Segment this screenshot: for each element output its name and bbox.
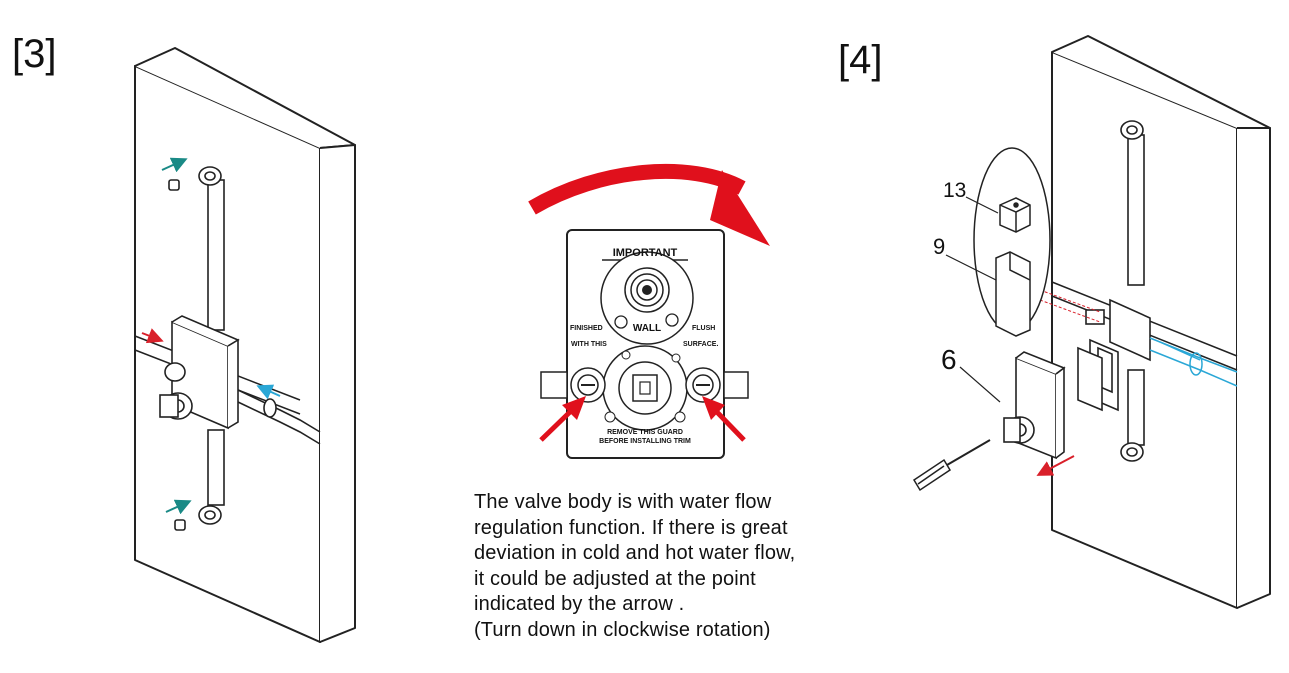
clockwise-arrow [528, 163, 746, 215]
step3-arrow-top [161, 157, 188, 173]
step-3-label: [3] [12, 32, 57, 76]
step4-cold-hose [1149, 337, 1238, 387]
instruction-line: indicated by the arrow . [474, 593, 685, 615]
adjust-point-arrows [539, 396, 746, 442]
step3-arrow-cold [256, 384, 281, 400]
plate-remove-line1: REMOVE THIS GUARD [607, 429, 683, 436]
plate-wall: WALL [633, 323, 661, 334]
callout-6: 6 [941, 344, 957, 375]
part-13-cube [999, 197, 1031, 233]
step4-red-arrow [1036, 455, 1075, 476]
callout-13: 13 [943, 179, 967, 202]
step4-red-guides [1039, 289, 1101, 323]
instruction-line: deviation in cold and hot water flow, [474, 542, 796, 564]
step3-arrow-hot [141, 328, 164, 344]
plate-title: IMPORTANT [613, 247, 678, 259]
clockwise-arrowhead [710, 170, 770, 246]
instruction-line: regulation function. If there is great [474, 516, 788, 539]
part-6-trim [1003, 351, 1066, 460]
plate-flush: FLUSH [692, 325, 715, 332]
instruction-line: it could be adjusted at the point [474, 567, 756, 590]
step-4-label: [4] [838, 38, 883, 82]
guard-plate: IMPORTANT WALL FINISHED WITH THIS FLUSH … [540, 229, 749, 459]
plate-surface: SURFACE. [683, 341, 718, 348]
instruction-line: (Turn down in clockwise rotation) [474, 618, 771, 641]
step3-wall [134, 47, 356, 643]
instruction-text: The valve body is with water flow regula… [474, 490, 894, 643]
step4-plumbing [1085, 120, 1151, 462]
plate-remove-line2: BEFORE INSTALLING TRIM [599, 438, 691, 445]
escutcheon-plate [1077, 346, 1103, 412]
plate-with-this: WITH THIS [571, 341, 607, 348]
step3-arrow-bottom [165, 499, 192, 515]
leader-lines [945, 196, 1001, 403]
part-9-handle [995, 251, 1031, 337]
plate-finished: FINISHED [570, 325, 603, 332]
step3-plumbing [159, 166, 321, 531]
instruction-line: The valve body is with water flow [474, 491, 772, 513]
screwdriver-icon [912, 439, 991, 492]
callout-9: 9 [933, 234, 946, 259]
step4-wall [1051, 35, 1271, 609]
